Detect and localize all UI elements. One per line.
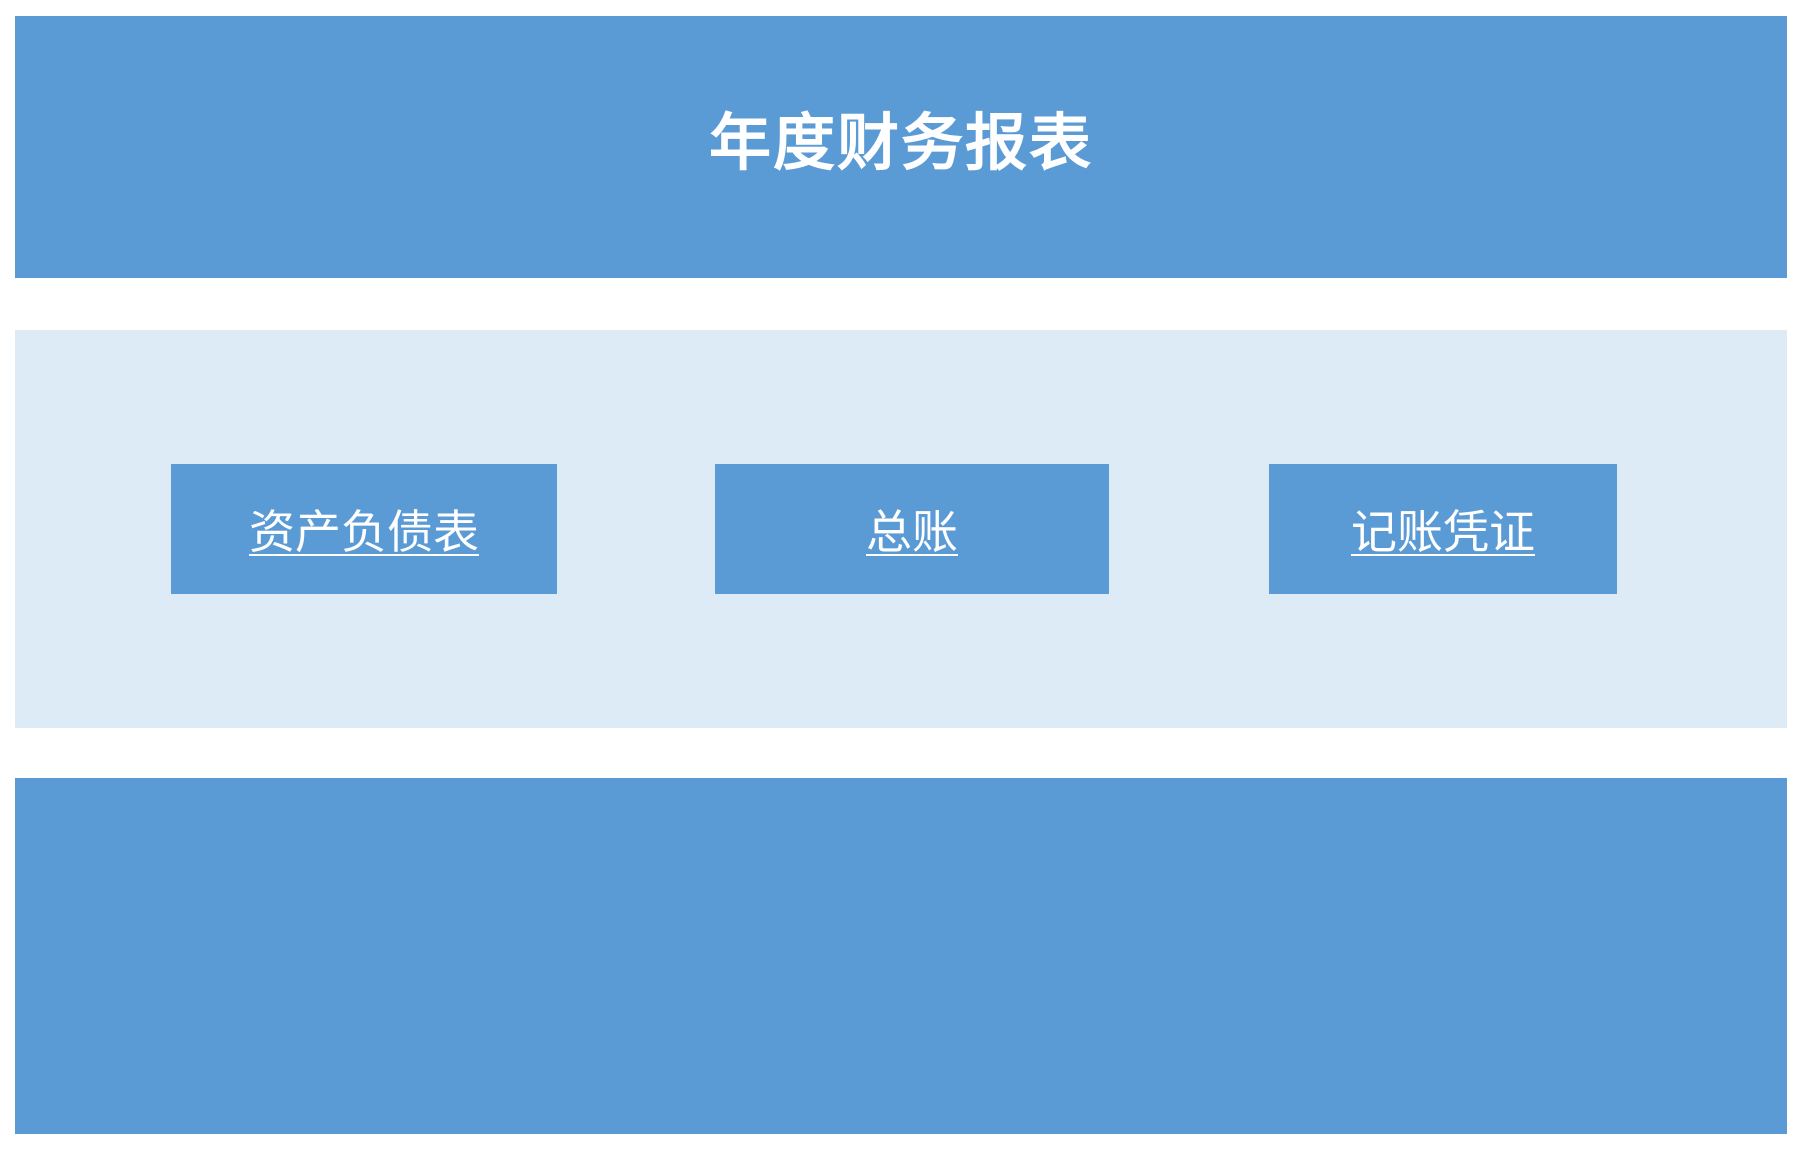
footer-band (15, 778, 1787, 1134)
navigation-panel: 资产负债表 总账 记账凭证 (15, 330, 1787, 728)
balance-sheet-label: 资产负债表 (249, 505, 479, 559)
balance-sheet-link[interactable]: 资产负债表 (171, 464, 557, 594)
accounting-voucher-link[interactable]: 记账凭证 (1269, 464, 1617, 594)
general-ledger-link[interactable]: 总账 (715, 464, 1109, 594)
accounting-voucher-label: 记账凭证 (1351, 505, 1535, 559)
report-header: 年度财务报表 (15, 16, 1787, 278)
general-ledger-label: 总账 (866, 505, 958, 559)
page-title: 年度财务报表 (708, 106, 1093, 179)
